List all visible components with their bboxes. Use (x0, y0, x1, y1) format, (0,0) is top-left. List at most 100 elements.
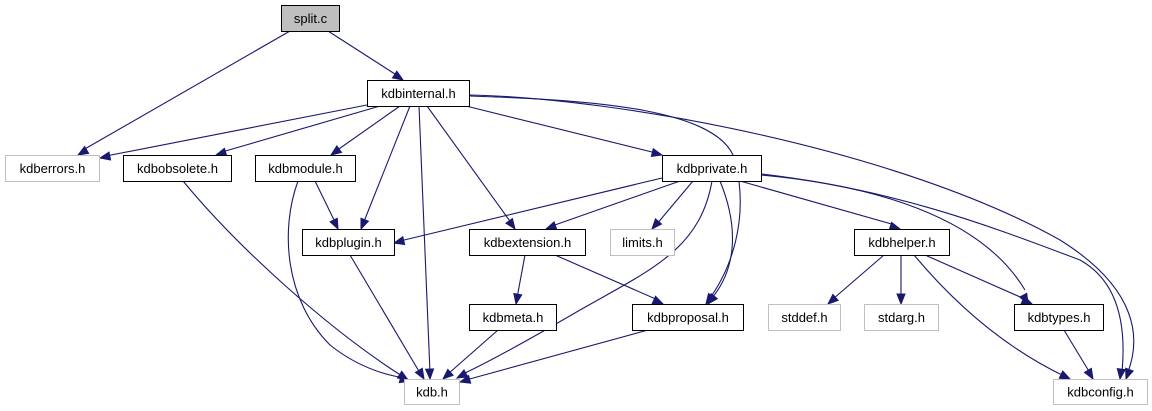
node-stdarg: stdarg.h (864, 304, 939, 331)
edge-kdbprivate-to-limits (651, 180, 694, 231)
node-label: stddef.h (781, 310, 827, 325)
arrowhead-icon (651, 217, 663, 231)
edge-kdbextension-to-kdbproposal (554, 254, 665, 305)
node-stddef: stddef.h (768, 304, 841, 331)
edge-line (335, 105, 401, 152)
edge-kdbhelper-to-kdbconfig (913, 254, 1072, 380)
edge-line (82, 30, 291, 151)
node-kdbinternal[interactable]: kdbinternal.h (367, 80, 470, 107)
node-box (1053, 379, 1148, 405)
edge-line (924, 254, 1028, 301)
edge-kdbtypes-to-kdbconfig (1063, 329, 1094, 381)
arrowhead-icon (1116, 367, 1127, 381)
edge-line (739, 180, 896, 226)
edge-kdbinternal-to-kdb (418, 105, 435, 381)
edge-line (655, 180, 694, 226)
edge-line (551, 180, 681, 227)
edge-line (182, 180, 403, 377)
node-label: kdbconfig.h (1067, 385, 1134, 400)
node-kdbconfig: kdbconfig.h (1053, 379, 1148, 405)
edge-line (465, 105, 657, 154)
edge-line (327, 30, 399, 77)
edge-kdbproposal-to-kdb (458, 329, 649, 384)
edge-kdbinternal-to-kdbconfig (468, 94, 1135, 381)
node-label: limits.h (622, 235, 662, 250)
arrowhead-icon (214, 147, 228, 157)
node-kdbhelper[interactable]: kdbhelper.h (854, 229, 950, 256)
node-kdbtypes[interactable]: kdbtypes.h (1014, 304, 1104, 331)
arrowhead-icon (441, 368, 454, 380)
node-kdbmeta[interactable]: kdbmeta.h (469, 304, 557, 331)
edge-line (349, 254, 421, 374)
edge-kdbhelper-to-stddef (826, 254, 885, 305)
edge-kdbmodule-to-kdb (287, 180, 412, 384)
arrowhead-icon (826, 293, 840, 305)
node-split_c[interactable]: split.c (281, 5, 340, 32)
edge-kdbmeta-to-kdb (441, 329, 499, 380)
edge-line (462, 180, 713, 375)
arrowhead-icon (888, 221, 902, 231)
node-box (302, 229, 395, 256)
node-kdbprivate[interactable]: kdbprivate.h (662, 155, 762, 182)
node-label: kdbmeta.h (483, 310, 544, 325)
node-box (864, 304, 939, 331)
arrowhead-icon (414, 367, 425, 381)
node-box (610, 229, 675, 256)
edge-kdbextension-to-kdbmeta (513, 254, 526, 306)
arrowhead-icon (76, 145, 90, 156)
arrowhead-icon (392, 235, 406, 246)
arrowhead-icon (458, 374, 472, 384)
node-box (281, 5, 340, 32)
node-label: kdberrors.h (20, 161, 86, 176)
edge-line (221, 105, 381, 153)
nodes-layer: split.c kdbinternal.h kdberrors.h kdbobsole… (5, 5, 1148, 405)
node-box (632, 304, 744, 331)
edge-split_c-to-kdberrors (76, 30, 291, 156)
node-kdbextension[interactable]: kdbextension.h (469, 229, 586, 256)
edge-line (516, 254, 526, 299)
arrowhead-icon (505, 217, 516, 231)
arrowhead-icon (1083, 367, 1094, 381)
node-box (404, 379, 460, 405)
node-kdbplugin[interactable]: kdbplugin.h (302, 229, 395, 256)
node-box (255, 155, 356, 182)
edge-line (465, 329, 649, 381)
edge-line (418, 105, 431, 374)
edge-kdbinternal-to-kdbprivate (465, 105, 664, 158)
node-box (768, 304, 841, 331)
edge-line (287, 180, 405, 379)
edge-line (426, 105, 513, 225)
edge-kdbhelper-to-stdarg (896, 255, 906, 306)
arrowhead-icon (707, 292, 719, 306)
edge-kdbinternal-to-kdbextension (426, 105, 516, 231)
edge-kdbinternal-to-kdberrors (98, 104, 368, 161)
edge-line (711, 180, 734, 299)
arrowhead-icon (424, 368, 435, 381)
edge-kdbinternal-to-kdbproposal (468, 95, 741, 306)
node-kdbmodule[interactable]: kdbmodule.h (255, 155, 356, 182)
node-kdb: kdb.h (404, 379, 460, 405)
arrowhead-icon (513, 292, 523, 306)
node-box (1014, 304, 1104, 331)
node-kdbproposal[interactable]: kdbproposal.h (632, 304, 744, 331)
node-label: kdbproposal.h (647, 310, 729, 325)
arrowhead-icon (1125, 367, 1135, 381)
edge-line (399, 177, 663, 242)
edge-kdbprivate-to-kdbproposal (707, 180, 734, 306)
edge-kdbprivate-to-kdbconfig (760, 173, 1127, 381)
node-box (662, 155, 762, 182)
node-label: kdbextension.h (484, 235, 571, 250)
edge-kdbinternal-to-kdbobsolete (214, 105, 381, 157)
edge-kdbinternal-to-kdbplugin (360, 105, 411, 231)
node-box (5, 155, 100, 182)
edge-kdbplugin-to-kdb (349, 254, 425, 381)
edge-kdbobsolete-to-kdb (182, 180, 410, 381)
edge-kdbprivate-to-kdbhelper (739, 180, 902, 231)
node-kdbobsolete[interactable]: kdbobsolete.h (123, 155, 232, 182)
arrowhead-icon (1020, 295, 1034, 305)
node-box (469, 304, 557, 331)
edge-kdbhelper-to-kdbtypes (924, 254, 1034, 305)
edges-layer (76, 30, 1135, 384)
edge-line (314, 180, 337, 225)
